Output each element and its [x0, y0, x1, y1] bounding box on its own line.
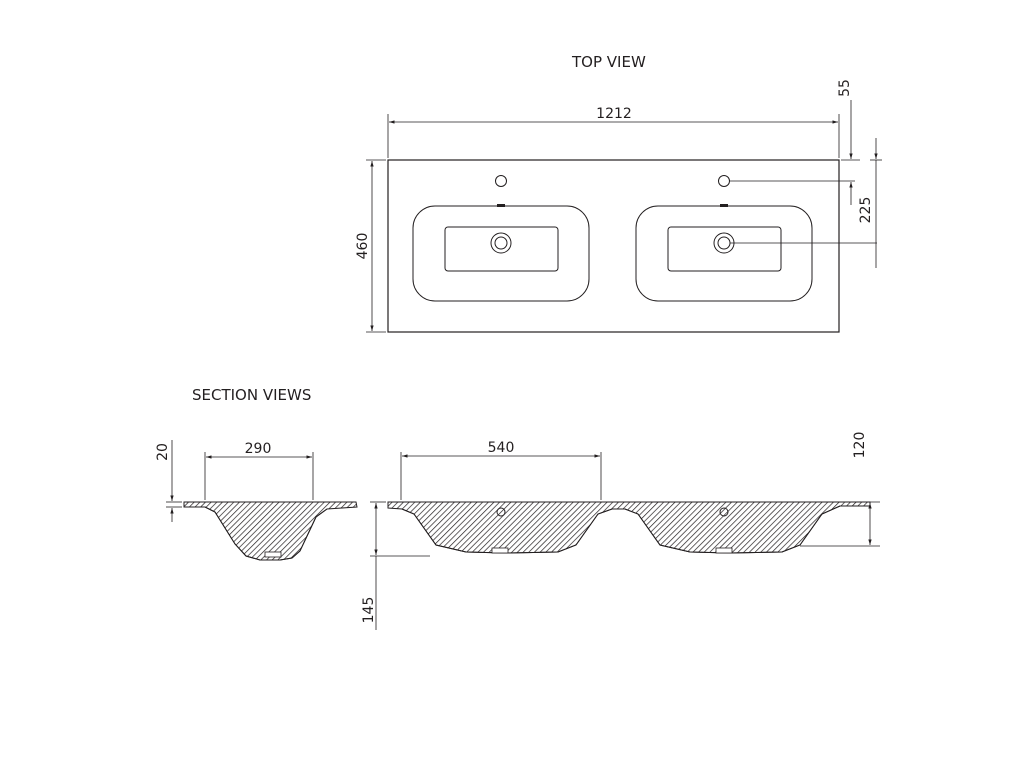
right-tap-hole [718, 175, 730, 187]
top-view [387, 159, 877, 333]
dim-large-section-height: 120 [800, 432, 880, 547]
left-tap-hole [495, 175, 507, 187]
dim-large-section-width-label: 540 [488, 440, 515, 456]
dim-large-section-depth-label: 145 [361, 597, 377, 624]
dim-large-section-height-label: 120 [852, 432, 868, 459]
dim-overall-width-label: 1212 [596, 106, 632, 122]
dim-small-section-width-label: 290 [245, 441, 272, 457]
small-section-view [183, 501, 358, 561]
right-waste-inner [717, 236, 731, 250]
dim-tap-offset-label: 55 [837, 79, 853, 97]
dim-large-section-depth: 145 [361, 501, 430, 630]
section-views-title: SECTION VIEWS [192, 386, 311, 404]
top-view-outline [387, 159, 840, 333]
dim-large-section-width: 540 [400, 440, 602, 500]
left-overflow [497, 204, 505, 207]
dim-tap-offset: 55 [837, 79, 860, 205]
dim-tap-to-waste: 225 [858, 138, 882, 268]
dim-small-section-thickness: 20 [155, 440, 182, 522]
dim-small-section-width: 290 [204, 441, 314, 500]
large-section-view [387, 501, 871, 554]
right-basin-floor [667, 226, 782, 272]
dim-overall-width: 1212 [387, 106, 840, 158]
left-waste-inner [494, 236, 508, 250]
dim-overall-depth-label: 460 [355, 233, 371, 260]
left-basin-floor [444, 226, 559, 272]
right-overflow [720, 204, 728, 207]
dim-overall-depth: 460 [355, 159, 386, 333]
dim-small-section-thickness-label: 20 [155, 443, 171, 461]
top-view-title: TOP VIEW [571, 53, 646, 71]
left-waste-outer [490, 232, 512, 254]
dim-tap-to-waste-label: 225 [858, 197, 874, 224]
